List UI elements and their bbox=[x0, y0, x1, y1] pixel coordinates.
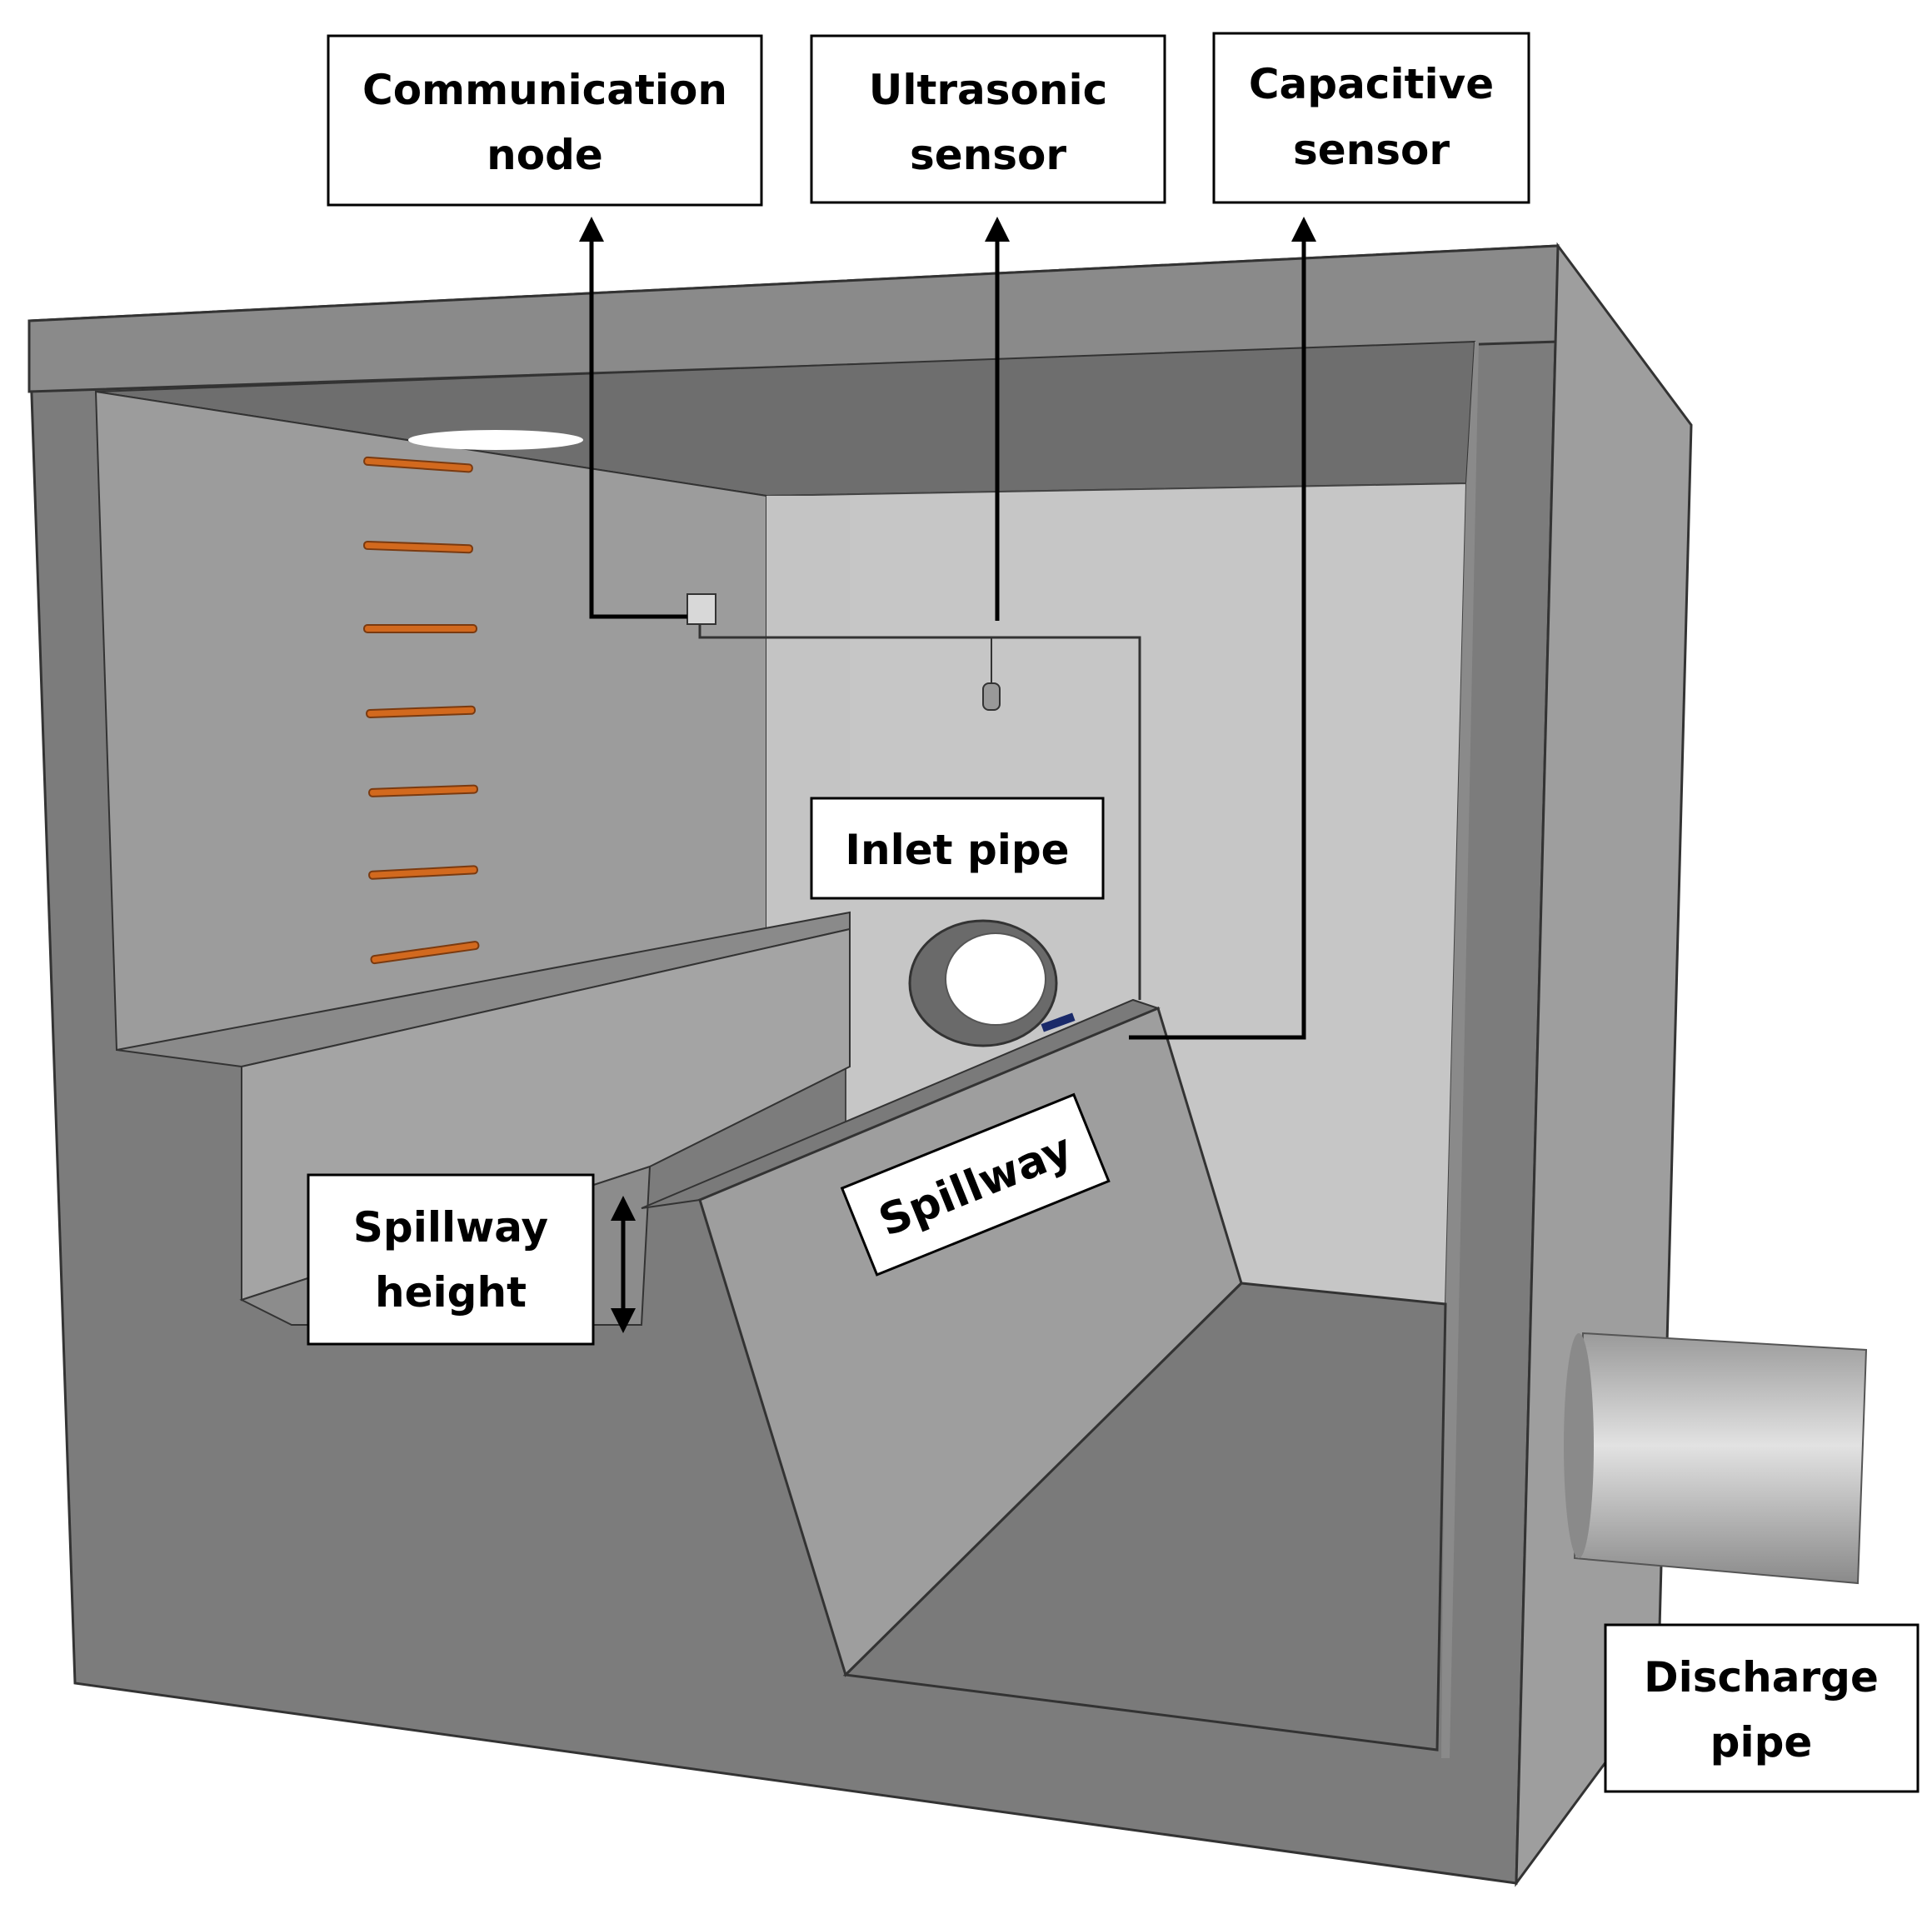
inlet-pipe bbox=[908, 919, 1058, 1047]
spillway-height-line1: Spillway bbox=[353, 1203, 548, 1252]
discharge-pipe-line2: pipe bbox=[1710, 1718, 1813, 1767]
sensor-cable bbox=[698, 625, 1141, 1000]
inlet-pipe-label: Inlet pipe bbox=[810, 797, 1105, 900]
discharge-pipe bbox=[1564, 1332, 1868, 1585]
gauge-rung bbox=[363, 624, 477, 633]
ceiling-opening bbox=[408, 430, 583, 450]
gauge-rung bbox=[363, 540, 473, 554]
communication-node-line2: node bbox=[487, 131, 603, 179]
capacitive-sensor-line2: sensor bbox=[1293, 126, 1450, 174]
capacitive-sensor-leader bbox=[1129, 217, 1316, 1040]
capacitive-sensor-device bbox=[1041, 1012, 1076, 1032]
level-gauge bbox=[363, 456, 480, 965]
gauge-rung bbox=[366, 705, 476, 718]
capacitive-sensor-line1: Capacitive bbox=[1249, 60, 1494, 108]
interior-right-wall bbox=[1441, 342, 1479, 1758]
communication-node-device bbox=[686, 593, 716, 625]
gauge-rung bbox=[368, 784, 478, 797]
lower-basin bbox=[842, 1282, 1447, 1752]
gauge-rung bbox=[370, 941, 480, 965]
gauge-rung bbox=[363, 456, 473, 473]
ultrasonic-sensor-device bbox=[982, 637, 1001, 711]
communication-node-leader bbox=[579, 217, 687, 619]
ultrasonic-sensor-label: Ultrasonic sensor bbox=[810, 34, 1166, 204]
inlet-pipe-text: Inlet pipe bbox=[845, 826, 1069, 874]
gauge-rung bbox=[368, 865, 478, 880]
ultrasonic-sensor-line1: Ultrasonic bbox=[869, 66, 1108, 114]
discharge-pipe-line1: Discharge bbox=[1644, 1653, 1879, 1702]
capacitive-sensor-label: Capacitive sensor bbox=[1212, 32, 1530, 204]
communication-node-line1: Communication bbox=[362, 66, 727, 114]
discharge-pipe-label: Discharge pipe bbox=[1604, 1623, 1920, 1793]
ultrasonic-sensor-line2: sensor bbox=[910, 131, 1066, 179]
communication-node-label: Communication node bbox=[327, 34, 763, 207]
spillway-height-line2: height bbox=[375, 1268, 527, 1317]
spillway-height-label: Spillway height bbox=[307, 1173, 595, 1346]
